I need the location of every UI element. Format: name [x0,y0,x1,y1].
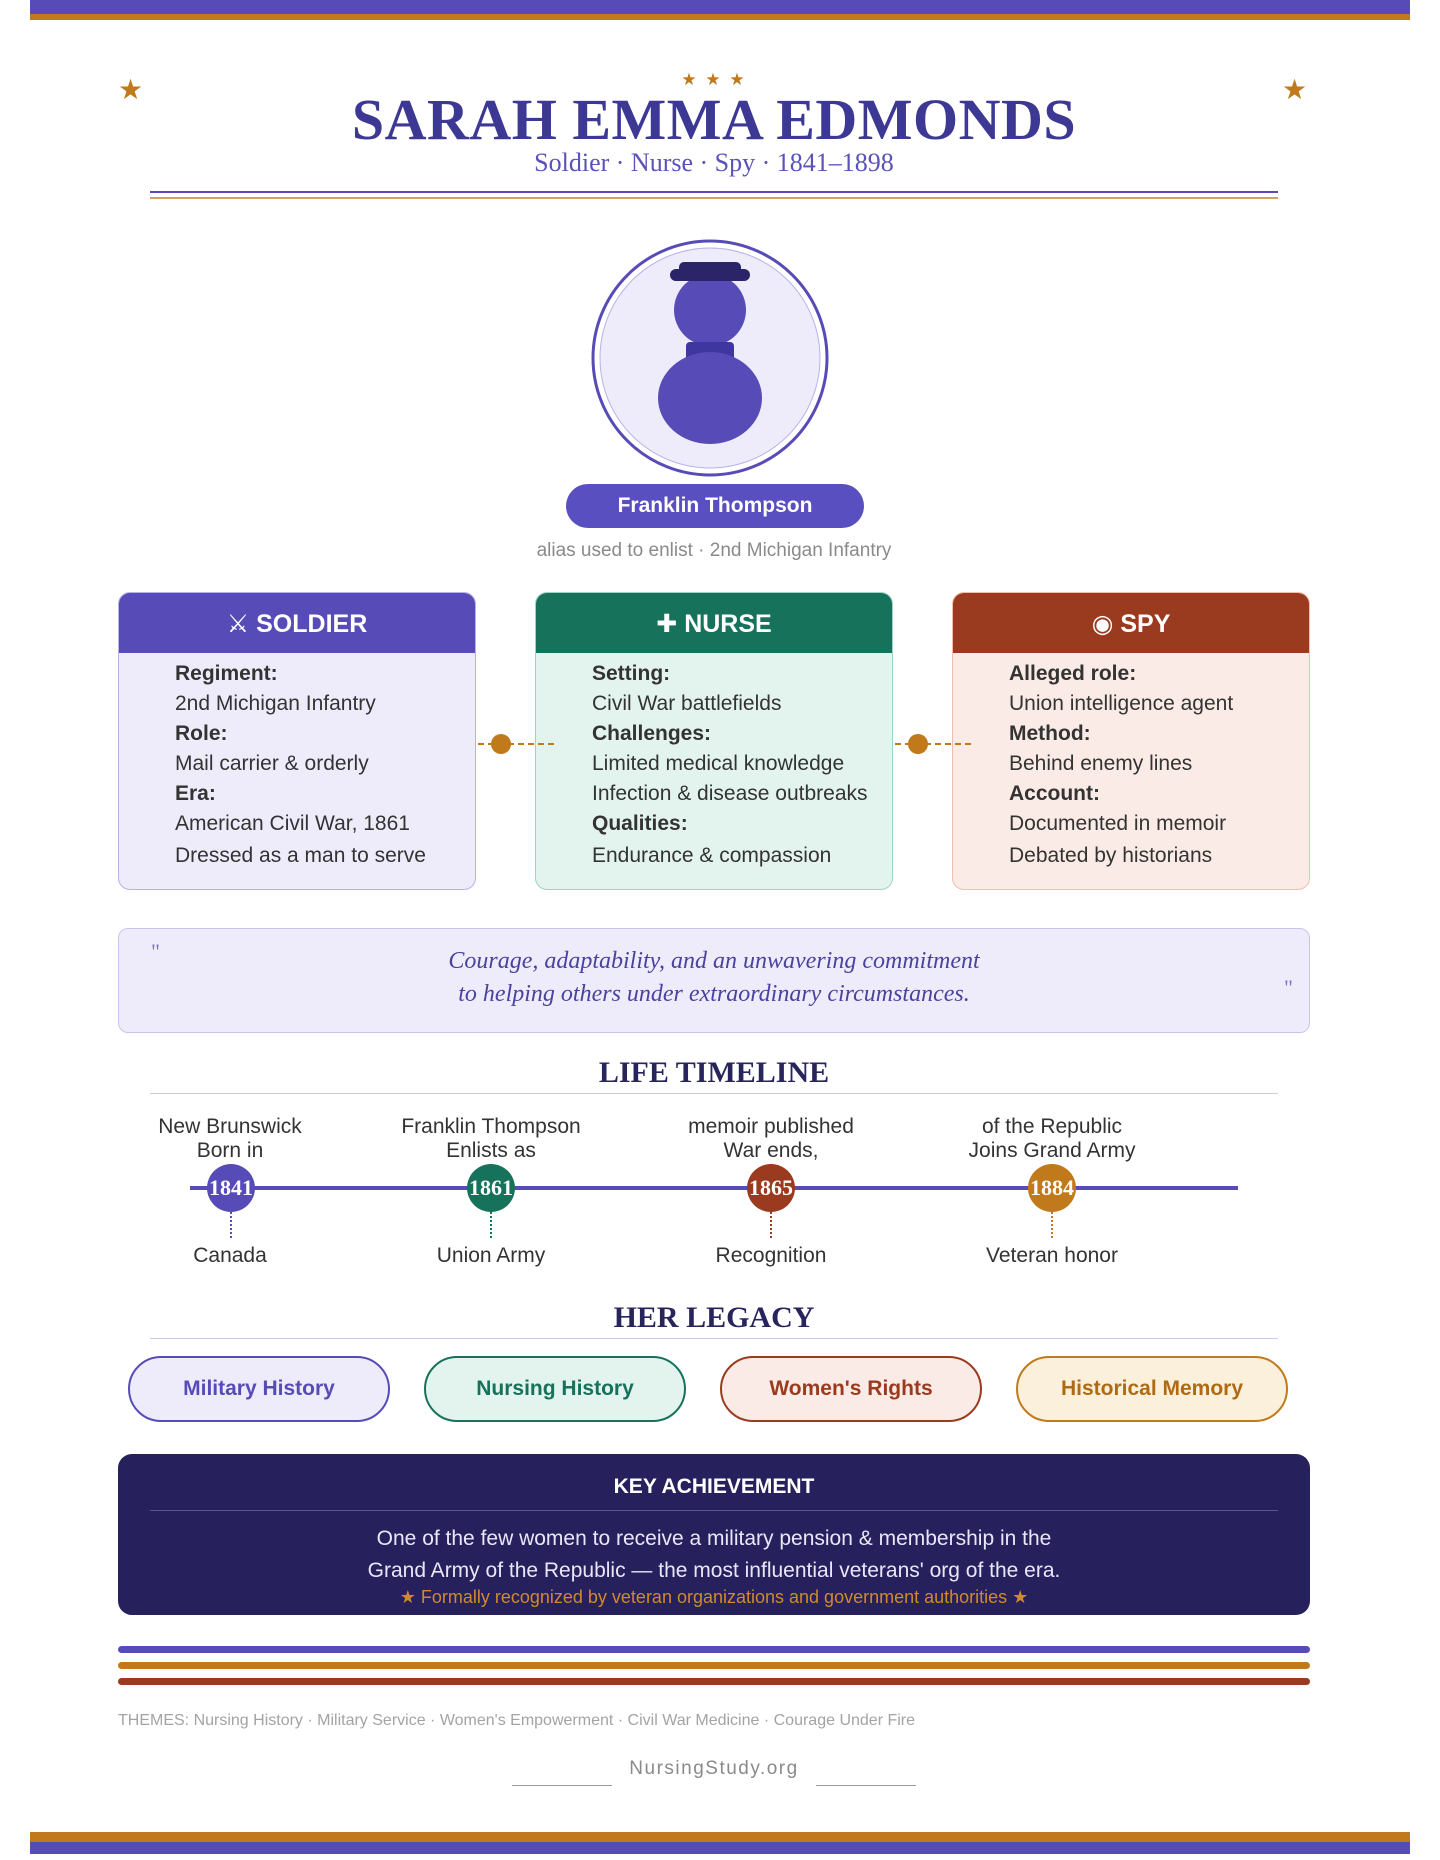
legacy-womens-rights: Women's Rights [720,1356,982,1422]
legacy-heading: HER LEGACY [0,1301,1428,1335]
card-connector-1 [478,734,558,754]
site-name: NursingStudy.org [629,1758,799,1779]
field-value: American Civil War, 1861 [175,812,410,835]
quote-text: Courage, adaptability, and an unwavering… [448,948,980,1007]
quote-box: " Courage, adaptability, and an unwaveri… [118,928,1310,1033]
field-value: Debated by historians [1009,844,1213,867]
key-achievement-box: KEY ACHIEVEMENT One of the few women to … [118,1454,1310,1615]
field-label: Alleged role: [1009,662,1137,685]
bottom-band-purple [30,1842,1410,1854]
field-label: Era: [175,782,216,805]
timeline-heading-rule [150,1093,1278,1094]
nurse-card-header: ✚ NURSE [536,593,892,653]
bottom-band-gold [30,1832,1410,1842]
top-band-gold [30,14,1410,20]
key-achievement-text: One of the few women to receive a milita… [367,1527,1061,1582]
timeline-node-1884: 1884 [1028,1164,1076,1212]
legacy-military-history: Military History [128,1356,390,1422]
swords-icon: ⚔ [226,610,250,638]
corner-star-right-icon: ★ [1282,74,1308,105]
page-title: SARAH EMMA EDMONDS [351,87,1077,152]
site-rule-right [816,1785,916,1786]
corner-star-left-icon: ★ [118,74,144,105]
soldier-card-header: ⚔ SOLDIER [119,593,475,653]
field-value: Infection & disease outbreaks [592,782,868,805]
field-label: Regiment: [175,662,278,685]
page-subtitle: Soldier · Nurse · Spy · 1841–1898 [534,148,894,177]
field-value: Civil War battlefields [592,692,782,715]
alias-badge: Franklin Thompson [566,484,864,528]
field-label: Challenges: [592,722,712,745]
key-achievement-rule [150,1510,1278,1511]
field-value: Dressed as a man to serve [175,844,426,867]
soldier-card-title: SOLDIER [256,610,368,638]
timeline-node-1861: 1861 [467,1164,515,1212]
target-icon: ◉ [1091,610,1114,638]
field-label: Setting: [592,662,671,685]
field-value: Endurance & compassion [592,844,832,867]
cross-icon: ✚ [656,610,678,638]
quote-open-mark: " [151,939,160,964]
timeline-node-1841: 1841 [207,1164,255,1212]
timeline-event-3-bottom: Recognition [715,1244,827,1267]
timeline-axis [190,1186,1238,1190]
portrait-silhouette-icon [591,239,829,477]
timeline-connector [230,1212,232,1238]
key-achievement-title: KEY ACHIEVEMENT [613,1475,815,1498]
spy-card-header: ◉ SPY [953,593,1309,653]
spy-card-title: SPY [1120,610,1171,638]
card-connector-2 [895,734,975,754]
timeline-heading: LIFE TIMELINE [0,1056,1428,1090]
field-label: Role: [175,722,228,745]
timeline-connector [490,1212,492,1238]
field-value: Behind enemy lines [1009,752,1193,775]
field-value: 2nd Michigan Infantry [175,692,376,715]
timeline-connector [770,1212,772,1238]
timeline-event-2-bottom: Union Army [436,1244,546,1267]
legacy-nursing-history: Nursing History [424,1356,686,1422]
field-value: Documented in memoir [1009,812,1227,835]
stripe-purple [118,1646,1310,1653]
site-rule-left [512,1785,612,1786]
quote-close-mark: " [1284,975,1293,1000]
field-label: Account: [1009,782,1100,805]
header-rule-gold [150,197,1278,199]
stripe-rust [118,1678,1310,1685]
field-label: Qualities: [592,812,688,835]
key-achievement-note: ★ Formally recognized by veteran organiz… [399,1587,1029,1607]
field-value: Mail carrier & orderly [175,752,369,775]
header-stars-icon: ★ ★ ★ [681,70,747,89]
nurse-card: ✚ NURSE Setting: Civil War battlefields … [535,592,893,890]
field-value: Union intelligence agent [1009,692,1234,715]
legacy-historical-memory: Historical Memory [1016,1356,1288,1422]
top-band-purple [30,0,1410,14]
field-value: Limited medical knowledge [592,752,845,775]
soldier-card: ⚔ SOLDIER Regiment: 2nd Michigan Infantr… [118,592,476,890]
timeline-event-1-bottom: Canada [193,1244,267,1267]
header-rule-purple [150,191,1278,193]
themes-line: THEMES: Nursing History · Military Servi… [118,1712,916,1729]
alias-note: alias used to enlist · 2nd Michigan Infa… [536,540,892,561]
spy-card: ◉ SPY Alleged role: Union intelligence a… [952,592,1310,890]
nurse-card-title: NURSE [684,610,772,638]
timeline-connector [1051,1212,1053,1238]
timeline-event-4-bottom: Veteran honor [986,1244,1118,1267]
field-label: Method: [1009,722,1091,745]
timeline-node-1865: 1865 [747,1164,795,1212]
legacy-heading-rule [150,1338,1278,1339]
stripe-gold [118,1662,1310,1669]
